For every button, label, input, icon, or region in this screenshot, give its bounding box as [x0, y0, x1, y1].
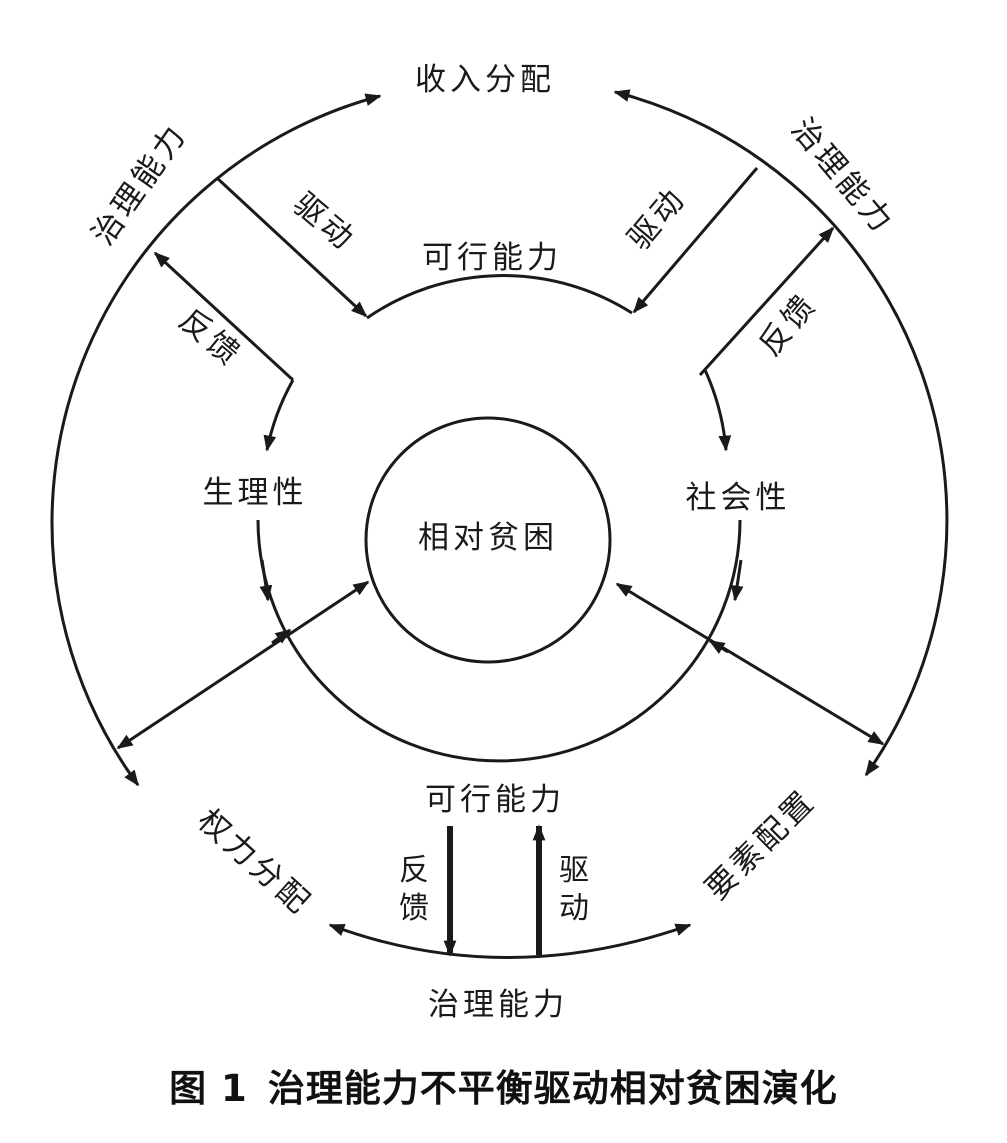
relative-poverty-diagram: 收入分配 可行能力 生理性 社会性 相对贫困 可行能力 治理能力 治理能力 治理…: [50, 62, 949, 1023]
governance-right-label: 治理能力: [784, 111, 902, 241]
factor-poverty-link: [615, 582, 885, 746]
drive-arrow-upper-left: [215, 176, 368, 318]
outer-ring-left-arc: [50, 93, 382, 787]
drive-label-upper-right: 驱动: [621, 180, 694, 257]
figure-caption: 图 1 治理能力不平衡驱动相对贫困演化: [0, 1058, 1007, 1112]
social-label: 社会性: [686, 480, 791, 516]
drive-arrow-upper-right: [632, 167, 759, 314]
factor-link-mid-arrowhead: [708, 639, 729, 654]
feedback-label-upper-right: 反馈: [752, 286, 825, 363]
feedback-arrow-upper-left: [153, 251, 295, 382]
feedback-label-upper-left: 反馈: [172, 302, 249, 375]
income-distribution-label: 收入分配: [415, 62, 555, 98]
outer-ring-bottom-arc: [328, 923, 692, 959]
power-poverty-link: [116, 580, 370, 750]
drive-bottom-line2: 动: [559, 891, 589, 926]
feedback-bottom-line1: 反: [399, 853, 429, 888]
governance-bottom-label: 治理能力: [428, 987, 568, 1023]
power-link-mid-arrowhead: [271, 628, 292, 645]
capability-ring-bottom-arc: [256, 519, 742, 763]
capability-bottom-label: 可行能力: [425, 782, 565, 818]
power-distribution-label: 权力分配: [191, 802, 319, 922]
capability-ring-top-arc: [366, 274, 633, 320]
outer-ring-right-arc: [613, 89, 949, 777]
relative-poverty-label: 相对贫困: [418, 520, 558, 556]
feedback-arrow-upper-right: [698, 226, 835, 377]
drive-label-upper-left: 驱动: [286, 186, 363, 259]
capability-ring-upper-left-arc: [263, 379, 295, 452]
physiological-label: 生理性: [203, 475, 308, 511]
drive-bottom-line1: 驱: [559, 853, 589, 888]
governance-left-label: 治理能力: [85, 117, 195, 252]
feedback-bottom-line2: 馈: [399, 891, 429, 926]
capability-ring-upper-right-arc: [703, 369, 732, 452]
figure-number: 图 1: [169, 1067, 248, 1110]
factor-allocation-label: 要素配置: [699, 783, 823, 907]
capability-top-label: 可行能力: [422, 240, 562, 276]
figure-title: 治理能力不平衡驱动相对贫困演化: [267, 1067, 838, 1110]
